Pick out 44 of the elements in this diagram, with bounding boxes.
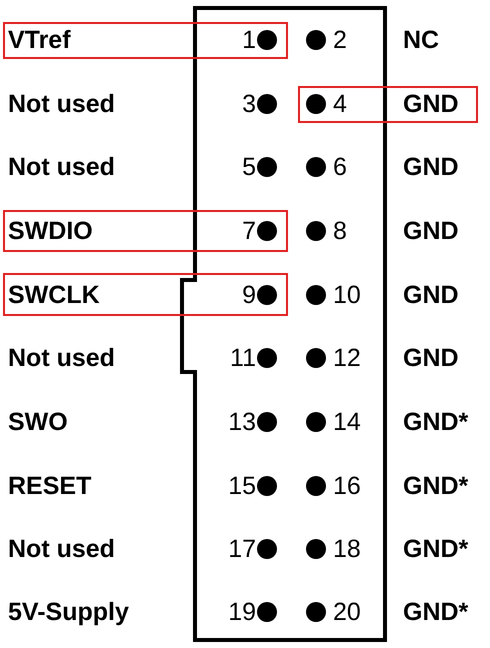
pin-name: GND (403, 153, 459, 181)
highlight-box (3, 273, 288, 316)
pin-number: 14 (333, 408, 361, 436)
pin-name: SWO (8, 408, 68, 436)
pin-name: Not used (8, 90, 115, 118)
pin-number: 15 (228, 472, 256, 500)
pin-number: 18 (333, 535, 361, 563)
pin-name: SWCLK (8, 281, 100, 309)
pin-name: GND (403, 217, 459, 245)
pin-name: GND* (403, 535, 468, 563)
pin-name: RESET (8, 472, 92, 500)
pin-number: 3 (242, 90, 256, 118)
pin-name: Not used (8, 344, 115, 372)
pin-name: SWDIO (8, 217, 93, 245)
pin-number: 12 (333, 344, 361, 372)
pin-name: Not used (8, 153, 115, 181)
pin-number: 10 (333, 281, 361, 309)
pin-number: 7 (242, 217, 256, 245)
pin-name: GND (403, 281, 459, 309)
pin-number: 8 (333, 217, 347, 245)
pin-number: 16 (333, 472, 361, 500)
pin-name: NC (403, 26, 440, 54)
pin-number: 1 (242, 26, 256, 54)
pin-name: Not used (8, 535, 115, 563)
highlight-box (3, 210, 288, 252)
pin-number: 4 (333, 90, 347, 118)
pin-number: 6 (333, 153, 347, 181)
pin-number: 11 (230, 344, 256, 372)
highlight-box (298, 86, 478, 123)
pin-name: GND* (403, 408, 468, 436)
pin-number: 13 (228, 408, 256, 436)
pin-name: 5V-Supply (8, 598, 129, 626)
pin-number: 9 (242, 281, 256, 309)
pin-number: 20 (333, 598, 361, 626)
pin-name: GND (403, 90, 459, 118)
pin-name: GND (403, 344, 459, 372)
pin-number: 17 (228, 535, 256, 563)
pin-name: GND* (403, 472, 468, 500)
pin-number: 19 (228, 598, 256, 626)
pin-name: GND* (403, 598, 468, 626)
pin-number: 2 (333, 26, 347, 54)
pin-name: VTref (8, 26, 71, 54)
highlight-box (3, 22, 288, 59)
pin-number: 5 (242, 153, 256, 181)
